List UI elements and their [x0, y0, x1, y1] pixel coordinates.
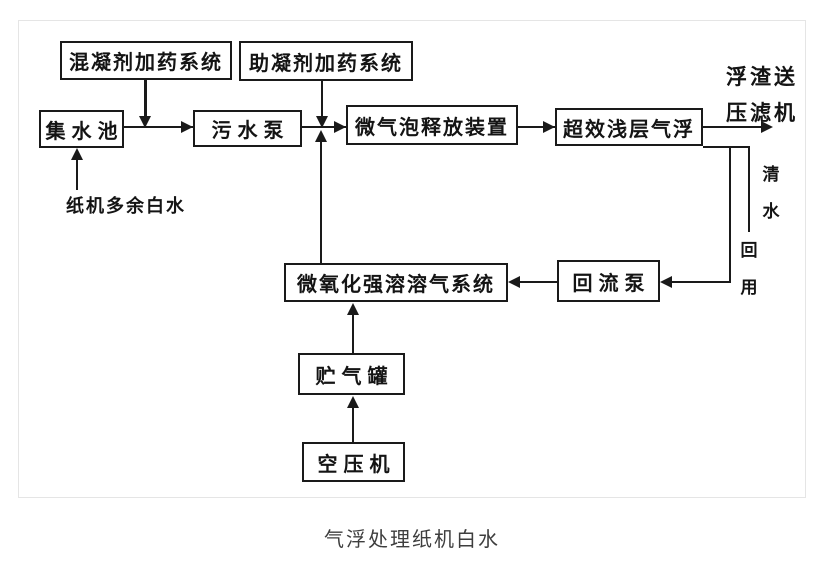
line-clearwater-down-short	[748, 146, 750, 232]
line-dissolved-air-up	[320, 141, 322, 263]
arrowhead-up-from-dissolved-air	[315, 130, 327, 142]
arrowhead-right-into-sewage-pump	[181, 121, 193, 133]
node-collection-tank: 集水池	[39, 110, 124, 148]
line-clearwater-down-long	[729, 146, 731, 283]
label-excess-white-water: 纸机多余白水	[66, 196, 186, 216]
node-shallow-daf: 超效浅层气浮	[555, 108, 703, 146]
arrowhead-right-scum	[761, 121, 773, 133]
line-daf-to-filterpress	[703, 126, 763, 128]
line-whitewater-to-collection-tank	[76, 159, 78, 190]
line-microbubble-to-daf	[518, 126, 555, 128]
label-scum-to-filter-press-line1: 浮渣送	[726, 66, 798, 89]
node-sewage-pump: 污水泵	[193, 110, 302, 147]
label-scum-to-filter-press-line2: 压滤机	[726, 102, 798, 125]
arrowhead-up-into-dissolved-air	[347, 303, 359, 315]
line-compressor-up	[352, 407, 354, 442]
line-coagulant-dosing-down	[144, 80, 147, 117]
label-clear-water: 清水	[762, 165, 780, 221]
arrowhead-right-into-microbubble	[334, 121, 346, 133]
node-microbubble-release-device: 微气泡释放装置	[346, 105, 518, 145]
arrowhead-up-into-collection-tank	[71, 148, 83, 160]
line-daf-bottom-elbow	[703, 146, 750, 148]
line-return-pump-to-dissolved-air	[519, 281, 557, 283]
arrowhead-down-coagulant	[139, 116, 151, 128]
node-coagulant-dosing-system: 混凝剂加药系统	[60, 41, 232, 80]
arrowhead-left-into-dissolved-air	[508, 276, 520, 288]
node-dissolved-air-system: 微氧化强溶溶气系统	[284, 263, 508, 302]
node-coagulant-aid-dosing-system: 助凝剂加药系统	[239, 41, 413, 81]
figure-caption: 气浮处理纸机白水	[324, 529, 500, 551]
node-gas-storage-tank: 贮气罐	[298, 353, 405, 395]
node-air-compressor: 空压机	[302, 442, 405, 482]
arrowhead-left-into-return-pump	[660, 276, 672, 288]
line-tank-to-pump	[124, 126, 193, 128]
arrowhead-right-into-daf	[543, 121, 555, 133]
node-return-pump: 回流泵	[557, 260, 660, 302]
arrowhead-down-coagulant-aid	[316, 116, 328, 128]
arrowhead-up-into-gastank	[347, 396, 359, 408]
line-clearwater-to-return-pump	[672, 281, 731, 283]
label-reuse: 回用	[740, 241, 758, 297]
diagram-frame	[18, 20, 806, 498]
line-gastank-up	[352, 314, 354, 353]
line-coagulant-aid-down	[321, 81, 323, 117]
